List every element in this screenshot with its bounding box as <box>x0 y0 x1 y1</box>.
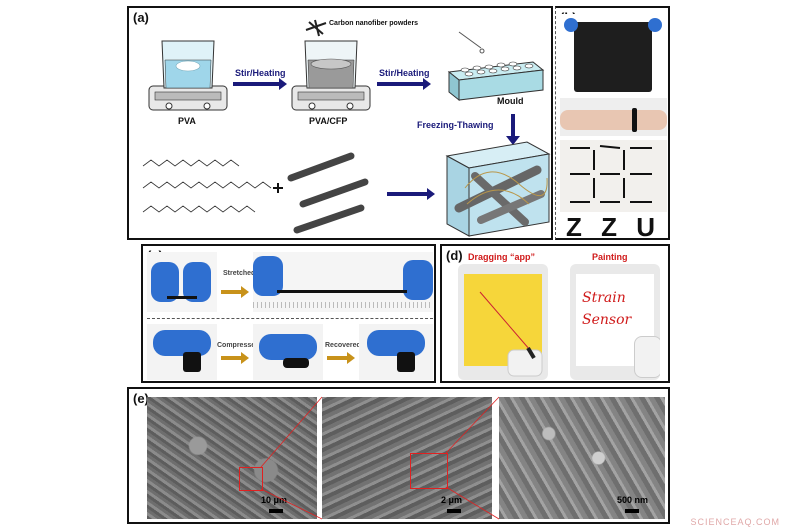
zzu-letters: Z Z U <box>566 212 661 240</box>
scale-label-500nm: 500 nm <box>617 495 649 505</box>
stretched-arrow <box>221 286 249 298</box>
hotplate-pva-cfp <box>291 40 371 111</box>
panel-e-label: (e) <box>133 391 149 406</box>
panel-c-divider <box>147 318 433 319</box>
watermark: SCIENCEAQ.COM <box>690 517 780 527</box>
dragging-app-label: Dragging “app” <box>468 252 535 262</box>
grid-pattern-photo <box>560 140 667 212</box>
plus-icon <box>273 183 283 193</box>
panel-c: (c) Stretched Compressed Recovered <box>141 244 436 383</box>
scale-bar-2 <box>447 509 461 513</box>
recovered-label: Recovered <box>325 342 361 349</box>
scale-label-10um: 10 μm <box>261 495 288 505</box>
panel-e: (e) 10 μm 2 μm 500 nm <box>127 387 670 524</box>
panel-b: (b) Z Z U <box>555 6 670 240</box>
painting-label: Painting <box>592 252 628 262</box>
mould-label: Mould <box>497 96 524 106</box>
compressed-arrow <box>221 352 249 364</box>
recovered-photo <box>359 324 433 380</box>
stir-heating-label-1: Stir/Heating <box>235 68 286 78</box>
zoom-box-1 <box>239 467 263 491</box>
handwriting-sensor: Sensor <box>582 312 632 328</box>
freezing-thawing-label: Freezing-Thawing <box>417 120 494 130</box>
pva-chains <box>142 159 272 213</box>
mould-shape <box>447 31 545 102</box>
hydrogel-sheet-photo <box>560 14 667 94</box>
sem-image-mid-mag <box>322 397 492 519</box>
hotplate-pva <box>148 40 228 111</box>
sem-image-low-mag <box>147 397 317 519</box>
panel-a-illustration <box>142 19 551 237</box>
hydrogel-cube <box>445 141 551 237</box>
recovered-arrow <box>327 352 355 364</box>
panel-a-label: (a) <box>133 10 149 25</box>
nanofiber-rods <box>287 152 369 234</box>
sem-image-high-mag <box>499 397 665 519</box>
panel-d: (d) Dragging “app” Strain Sensor Paintin… <box>440 244 670 383</box>
pva-cfp-label: PVA/CFP <box>309 116 348 126</box>
handwriting-strain: Strain <box>582 290 626 306</box>
grid-pattern-drawing <box>570 145 652 203</box>
stretched-photo <box>253 252 433 312</box>
stir-heating-label-2: Stir/Heating <box>379 68 430 78</box>
carbon-nanofiber-label: Carbon nanofiber powders <box>329 20 419 27</box>
zoom-lines <box>260 396 500 520</box>
tablet-dragging <box>458 264 548 380</box>
tablet-painting: Strain Sensor <box>570 264 660 380</box>
drag-trail <box>479 291 543 377</box>
pva-label: PVA <box>178 116 196 126</box>
carbon-fiber-icon <box>305 19 327 37</box>
zoom-box-2 <box>410 453 448 489</box>
uncompressed-photo <box>147 324 217 380</box>
compressed-label: Compressed <box>217 342 260 349</box>
scale-bar-1 <box>269 509 283 513</box>
painting-glove <box>634 336 660 378</box>
wrist-band-photo <box>560 98 667 136</box>
scale-bar-3 <box>625 509 639 513</box>
unstretched-photo <box>147 252 217 312</box>
stretched-label: Stretched <box>223 270 256 277</box>
panel-d-label: (d) <box>446 248 463 263</box>
panel-a: (a) <box>127 6 553 240</box>
compressed-photo <box>253 324 323 380</box>
process-arrows <box>233 78 520 200</box>
scale-label-2um: 2 μm <box>441 495 463 505</box>
